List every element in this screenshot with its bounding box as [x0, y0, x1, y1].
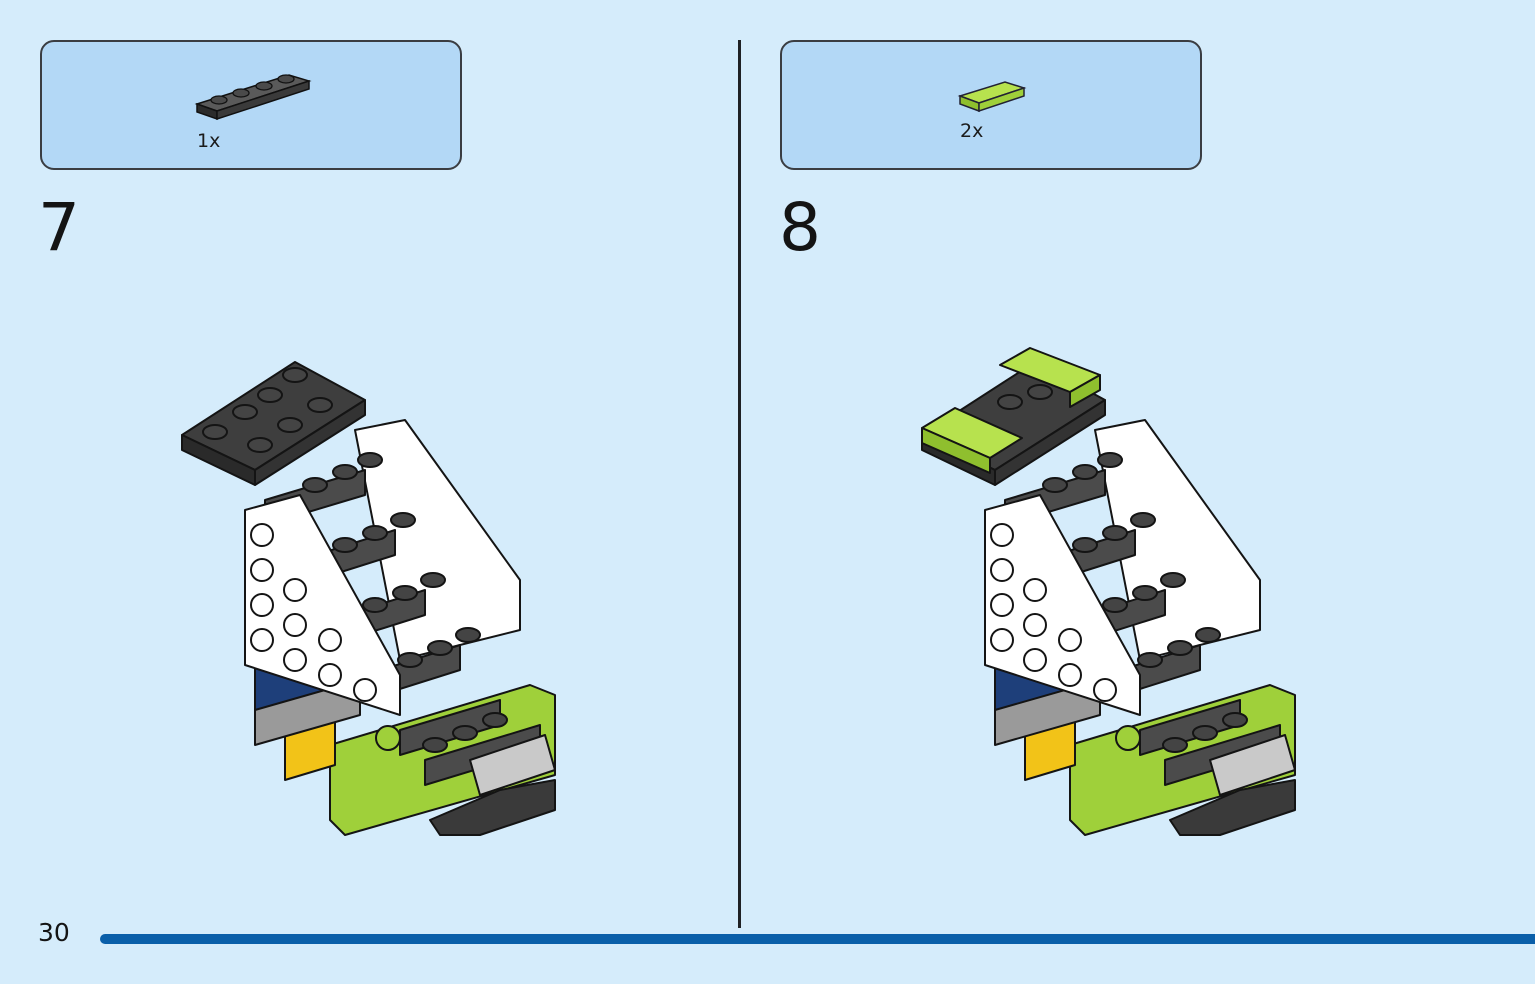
dark-gray-plate-icon — [194, 74, 312, 121]
part-quantity: 2x — [960, 120, 984, 142]
page-accent-bar — [100, 934, 1535, 944]
page-number: 30 — [38, 918, 70, 947]
column-divider — [738, 40, 741, 928]
parts-callout-step-7: 1x — [40, 40, 462, 170]
model-illustration-step-8 — [921, 347, 1296, 836]
model-illustration-step-7 — [181, 361, 556, 836]
lime-tile-icon — [957, 81, 1027, 113]
parts-callout-step-8: 2x — [780, 40, 1202, 170]
step-number-7: 7 — [38, 189, 80, 266]
part-quantity: 1x — [197, 130, 221, 152]
step-number-8: 8 — [779, 189, 821, 266]
